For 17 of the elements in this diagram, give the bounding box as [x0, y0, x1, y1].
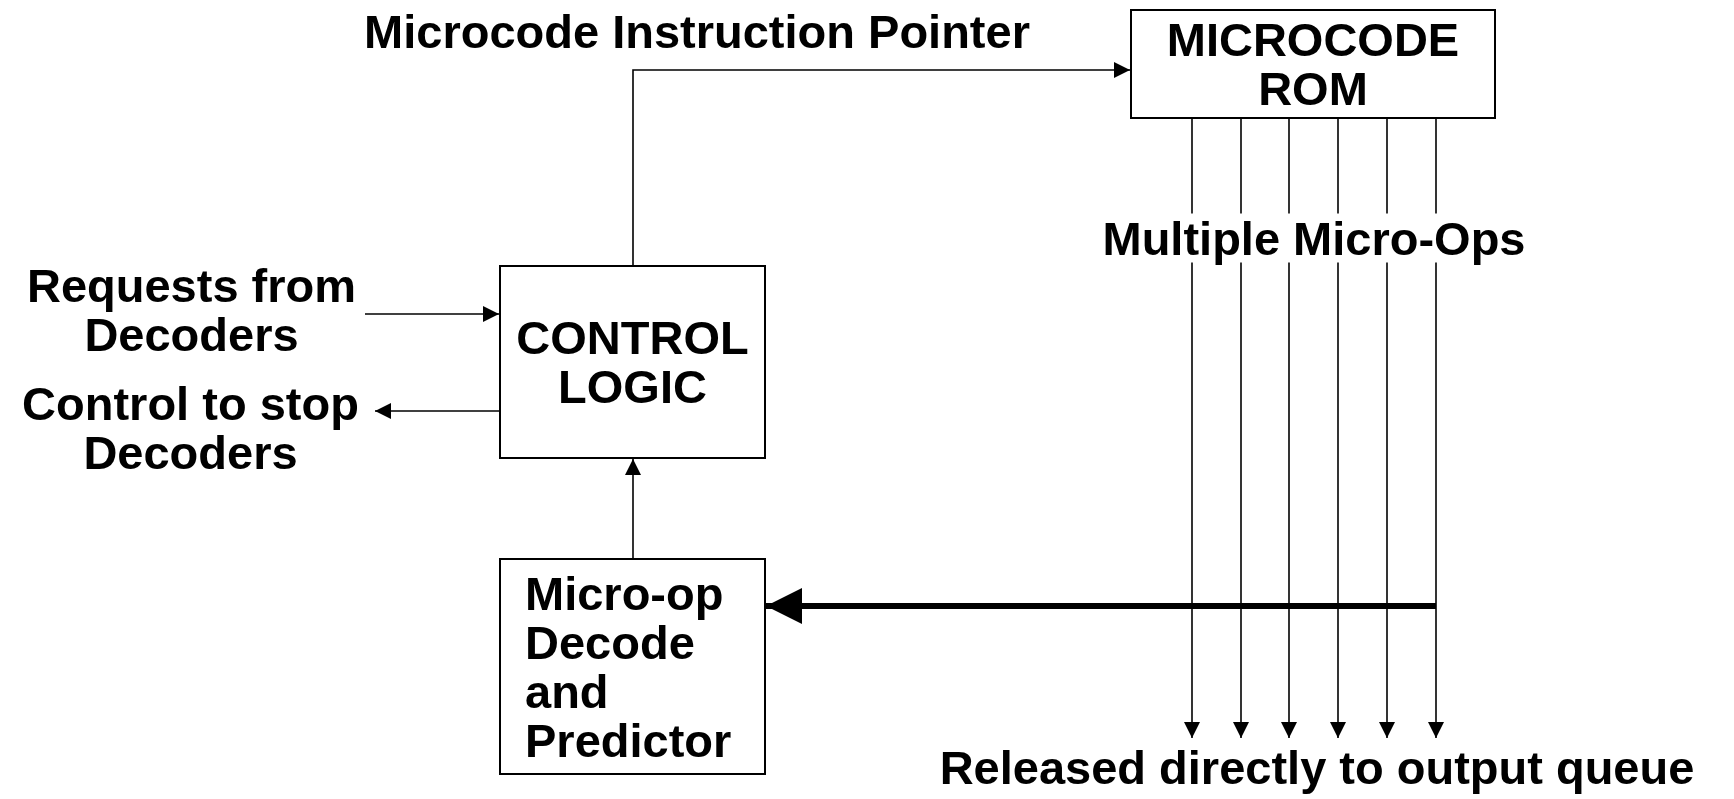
signal-text: Released directly to output queue [902, 738, 1732, 796]
arrow [1428, 118, 1444, 739]
arrow [632, 62, 1131, 266]
arrow [364, 306, 500, 322]
signal-text: Requests from Decoders [18, 262, 365, 358]
arrow [1233, 118, 1249, 739]
arrow [766, 588, 1439, 624]
process-box: CONTROL LOGIC [499, 265, 766, 459]
arrow [1281, 118, 1297, 739]
process-box: Micro-op Decode and Predictor [499, 558, 766, 775]
process-box: MICROCODE ROM [1130, 9, 1496, 119]
arrow [1330, 118, 1346, 739]
arrow [1184, 118, 1200, 739]
arrow [625, 458, 641, 559]
signal-text: Control to stop Decoders [6, 380, 375, 476]
arrow [374, 403, 500, 419]
arrow [1379, 118, 1395, 739]
